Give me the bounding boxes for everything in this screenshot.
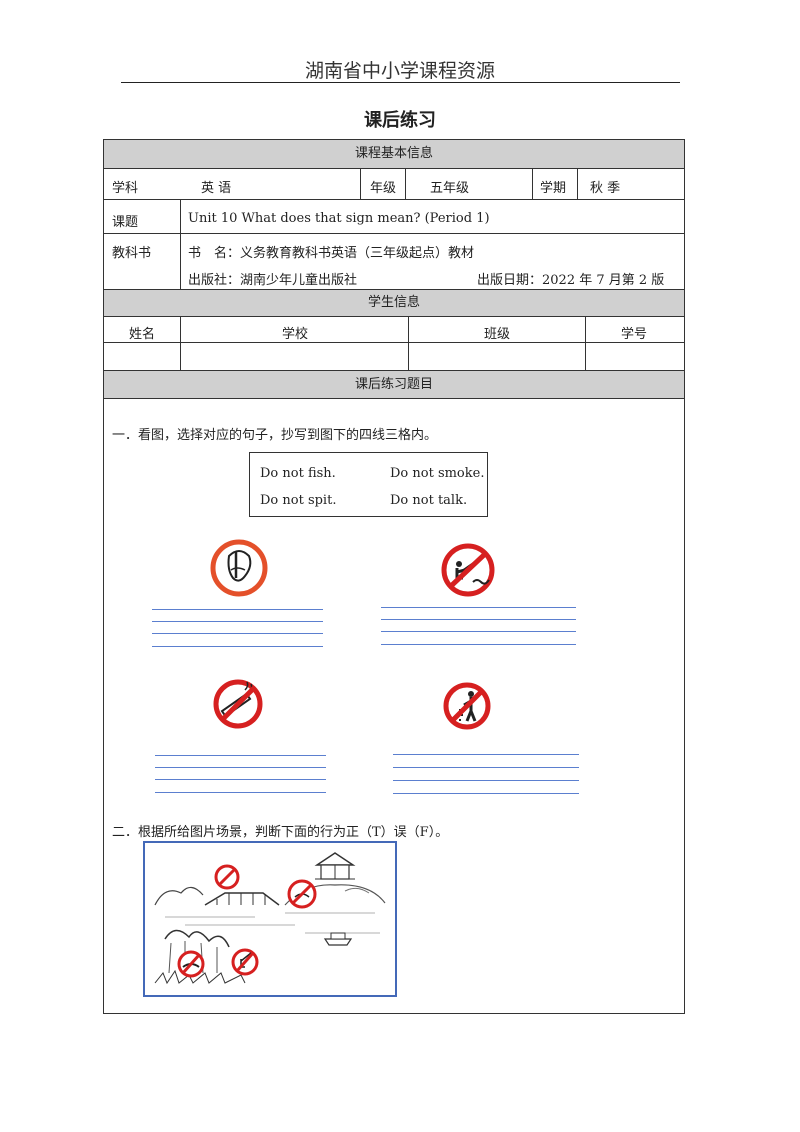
option-smoke: Do not smoke. [390,466,485,481]
term-label: 学期 [540,181,567,196]
col-divider [180,199,181,289]
col-divider [585,316,586,370]
worksheet-table [103,139,685,1014]
textbook-label: 教科书 [112,246,152,261]
options-box: Do not fish. Do not smoke. Do not spit. … [249,452,488,517]
no-fishing-icon [441,543,495,597]
park-scene-drawing [154,852,386,985]
subject-value: 英 语 [201,181,232,196]
row-divider [103,199,685,200]
row-divider [103,289,685,290]
col-header-class: 班级 [484,327,511,342]
row-divider [103,168,685,169]
grade-label: 年级 [370,181,397,196]
col-header-id: 学号 [621,327,648,342]
book-name: 书 名：义务教育教科书英语（三年级起点）教材 [188,246,475,261]
no-spitting-icon [443,682,491,730]
topic-value: Unit 10 What does that sign mean? (Perio… [188,211,490,226]
col-divider [532,168,533,199]
subject-label: 学科 [112,181,139,196]
option-spit: Do not spit. [260,493,337,508]
question-2: 二．根据所给图片场景，判断下面的行为正（T）误（F）。 [112,825,449,840]
topic-label: 课题 [112,215,139,230]
question-1: 一．看图，选择对应的句子，抄写到图下的四线三格内。 [112,428,438,443]
col-header-name: 姓名 [129,327,156,342]
writing-lines-1[interactable] [152,609,323,649]
option-talk: Do not talk. [390,493,468,508]
col-divider [408,316,409,370]
student-school-field[interactable] [181,343,408,369]
writing-lines-4[interactable] [393,754,579,794]
doc-title: 课后练习 [364,110,436,131]
col-header-school: 学校 [282,327,309,342]
student-class-field[interactable] [409,343,585,369]
header-rule [121,82,680,83]
row-divider [103,233,685,234]
row-divider [103,398,685,399]
no-talking-icon [210,539,268,597]
term-value: 秋 季 [590,181,621,196]
col-divider [180,316,181,370]
option-fish: Do not fish. [260,466,336,481]
course-info-band: 课程基本信息 [104,140,684,168]
header-site-name: 湖南省中小学课程资源 [304,60,495,82]
no-smoking-icon [213,679,263,729]
park-scene-image [143,841,397,997]
col-divider [577,168,578,199]
student-name-field[interactable] [104,343,180,369]
row-divider [103,370,685,371]
col-divider [360,168,361,199]
grade-value: 五年级 [430,181,470,196]
col-divider [405,168,406,199]
student-id-field[interactable] [586,343,684,369]
row-divider [103,316,685,317]
writing-lines-3[interactable] [155,755,326,795]
publisher: 出版社：湖南少年儿童出版社 [188,273,358,288]
row-divider [103,342,685,343]
student-info-band: 学生信息 [104,290,684,316]
writing-lines-2[interactable] [381,607,576,647]
exercise-band: 课后练习题目 [104,371,684,398]
publish-date: 出版日期：2022 年 7 月第 2 版 [477,273,665,288]
